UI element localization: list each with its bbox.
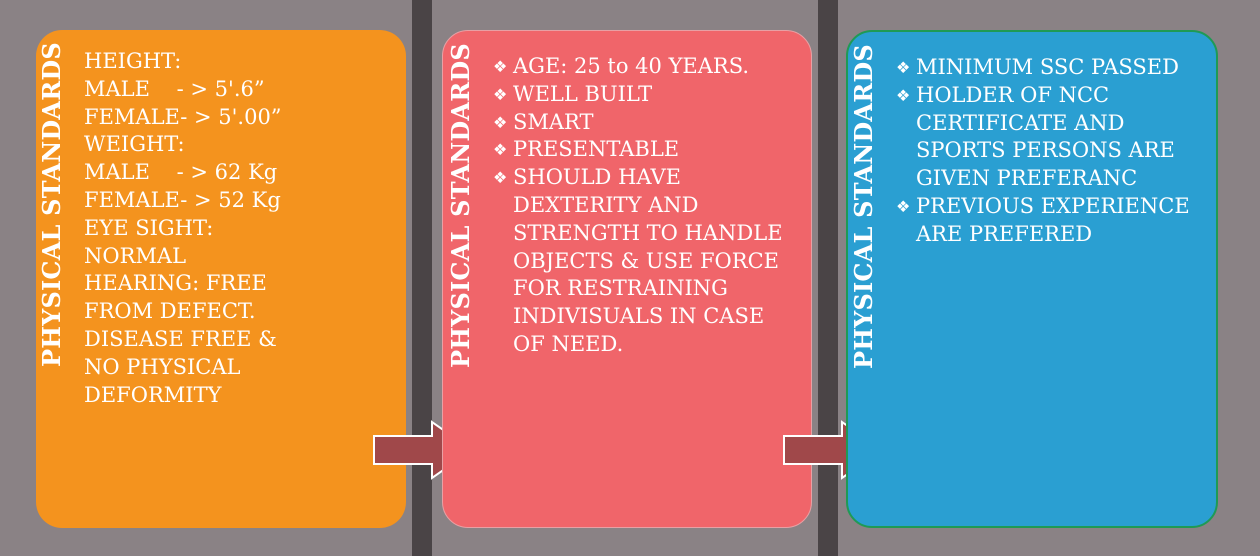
list-item: ❖WELL BUILT (493, 81, 793, 109)
list-item: ❖SMART (493, 109, 793, 137)
card-title: PHYSICAL STANDARDS (37, 42, 66, 367)
card-physical-attributes: PHYSICAL STANDARDS ❖AGE: 25 to 40 YEARS.… (442, 30, 812, 528)
list-item: ❖SHOULD HAVE DEXTERITY AND STRENGTH TO H… (493, 165, 783, 356)
diamond-bullet-icon: ❖ (896, 85, 911, 105)
list-item: ❖MINIMUM SSC PASSED (896, 54, 1196, 82)
list-item: FEMALE- > 52 Kg (84, 187, 281, 212)
list-item: MALE - > 5'.6” (84, 76, 265, 101)
column-divider-1 (412, 0, 432, 556)
card-title: PHYSICAL STANDARDS (849, 44, 878, 369)
list-item: WEIGHT: (84, 132, 185, 157)
list-item: NORMAL (84, 243, 187, 268)
list-item: HEARING: FREE (84, 271, 267, 296)
diamond-bullet-icon: ❖ (493, 57, 508, 76)
attribute-list: ❖AGE: 25 to 40 YEARS. ❖WELL BUILT ❖SMART… (493, 53, 793, 359)
list-item: ❖HOLDER OF NCC CERTIFICATE AND SPORTS PE… (896, 82, 1175, 191)
list-item: ❖PRESENTABLE (493, 136, 793, 164)
list-item: NO PHYSICAL (84, 354, 241, 379)
list-item: FROM DEFECT. (84, 299, 256, 324)
diamond-bullet-icon: ❖ (896, 196, 911, 216)
card-physical-measurements: PHYSICAL STANDARDS HEIGHT: MALE - > 5'.6… (36, 30, 406, 528)
list-item: ❖AGE: 25 to 40 YEARS. (493, 53, 793, 81)
card-title: PHYSICAL STANDARDS (446, 43, 475, 368)
list-item: MALE - > 62 Kg (84, 160, 278, 185)
column-divider-2 (818, 0, 838, 556)
list-item: EYE SIGHT: (84, 215, 214, 240)
diamond-bullet-icon: ❖ (493, 168, 508, 188)
measurement-list: HEIGHT: MALE - > 5'.6” FEMALE- > 5'.00” … (84, 48, 282, 409)
diamond-bullet-icon: ❖ (493, 84, 508, 104)
list-item: DEFORMITY (84, 382, 222, 407)
list-item: HEIGHT: (84, 49, 182, 73)
diamond-bullet-icon: ❖ (896, 58, 911, 77)
diamond-bullet-icon: ❖ (493, 112, 508, 132)
list-item: DISEASE FREE & (84, 326, 277, 351)
qualification-list: ❖MINIMUM SSC PASSED ❖HOLDER OF NCC CERTI… (896, 54, 1196, 249)
list-item: FEMALE- > 5'.00” (84, 104, 282, 129)
list-item: ❖PREVIOUS EXPERIENCE ARE PREFERED (896, 193, 1190, 246)
diamond-bullet-icon: ❖ (493, 140, 508, 160)
card-qualifications: PHYSICAL STANDARDS ❖MINIMUM SSC PASSED ❖… (846, 30, 1218, 528)
